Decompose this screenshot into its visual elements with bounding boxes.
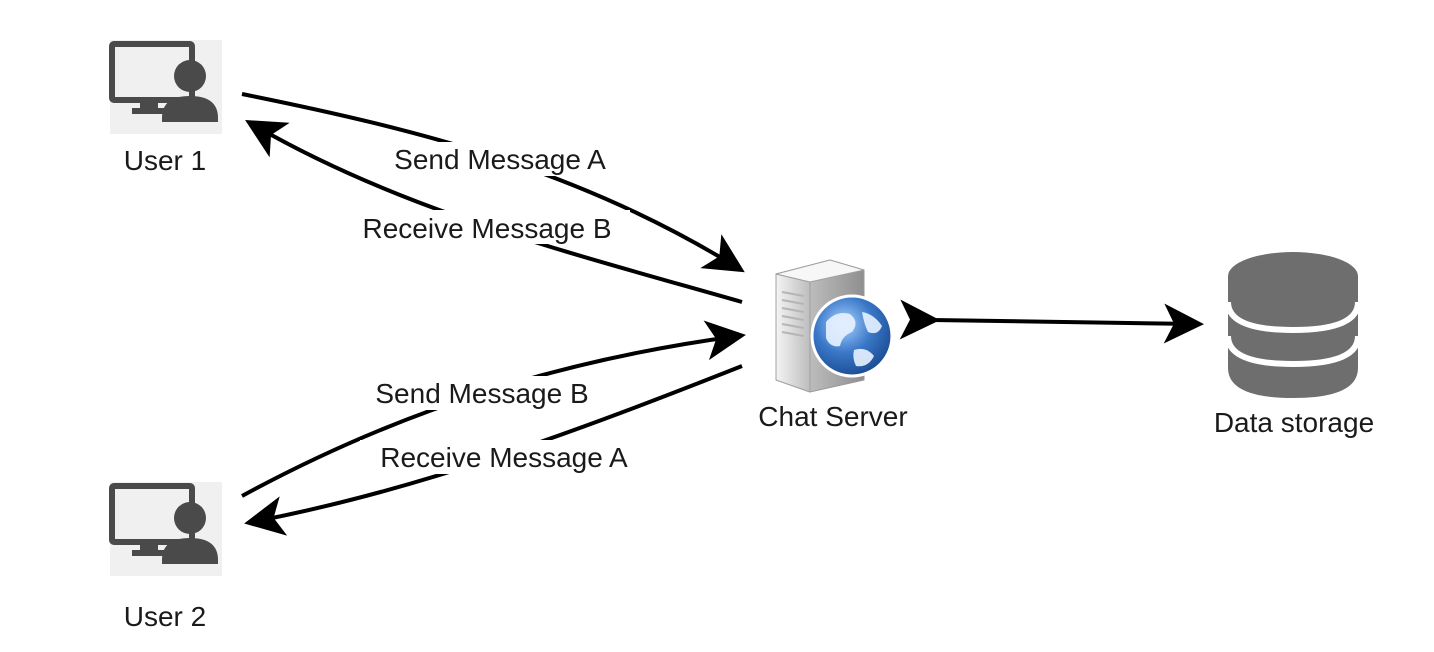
data-storage-label: Data storage [1214,407,1374,438]
send-message-b-label-group: Send Message B [358,376,606,410]
receive-message-b-label: Receive Message B [362,213,611,244]
receive-message-a-label: Receive Message A [380,442,628,473]
server-storage-arrow [899,299,1204,344]
user-2-icon [109,482,222,576]
receive-message-b-label-group: Receive Message B [344,210,630,244]
database-icon [1225,252,1361,398]
server-globe-icon [775,259,894,393]
send-message-a-label-group: Send Message A [376,142,624,176]
user-1-label: User 1 [124,145,206,176]
send-message-a-label: Send Message A [394,144,606,175]
send-message-b-label: Send Message B [375,378,588,409]
user-2-label: User 2 [124,601,206,632]
user-1-icon [109,40,222,134]
receive-message-a-label-group: Receive Message A [360,440,648,474]
chat-server-label: Chat Server [758,401,907,432]
